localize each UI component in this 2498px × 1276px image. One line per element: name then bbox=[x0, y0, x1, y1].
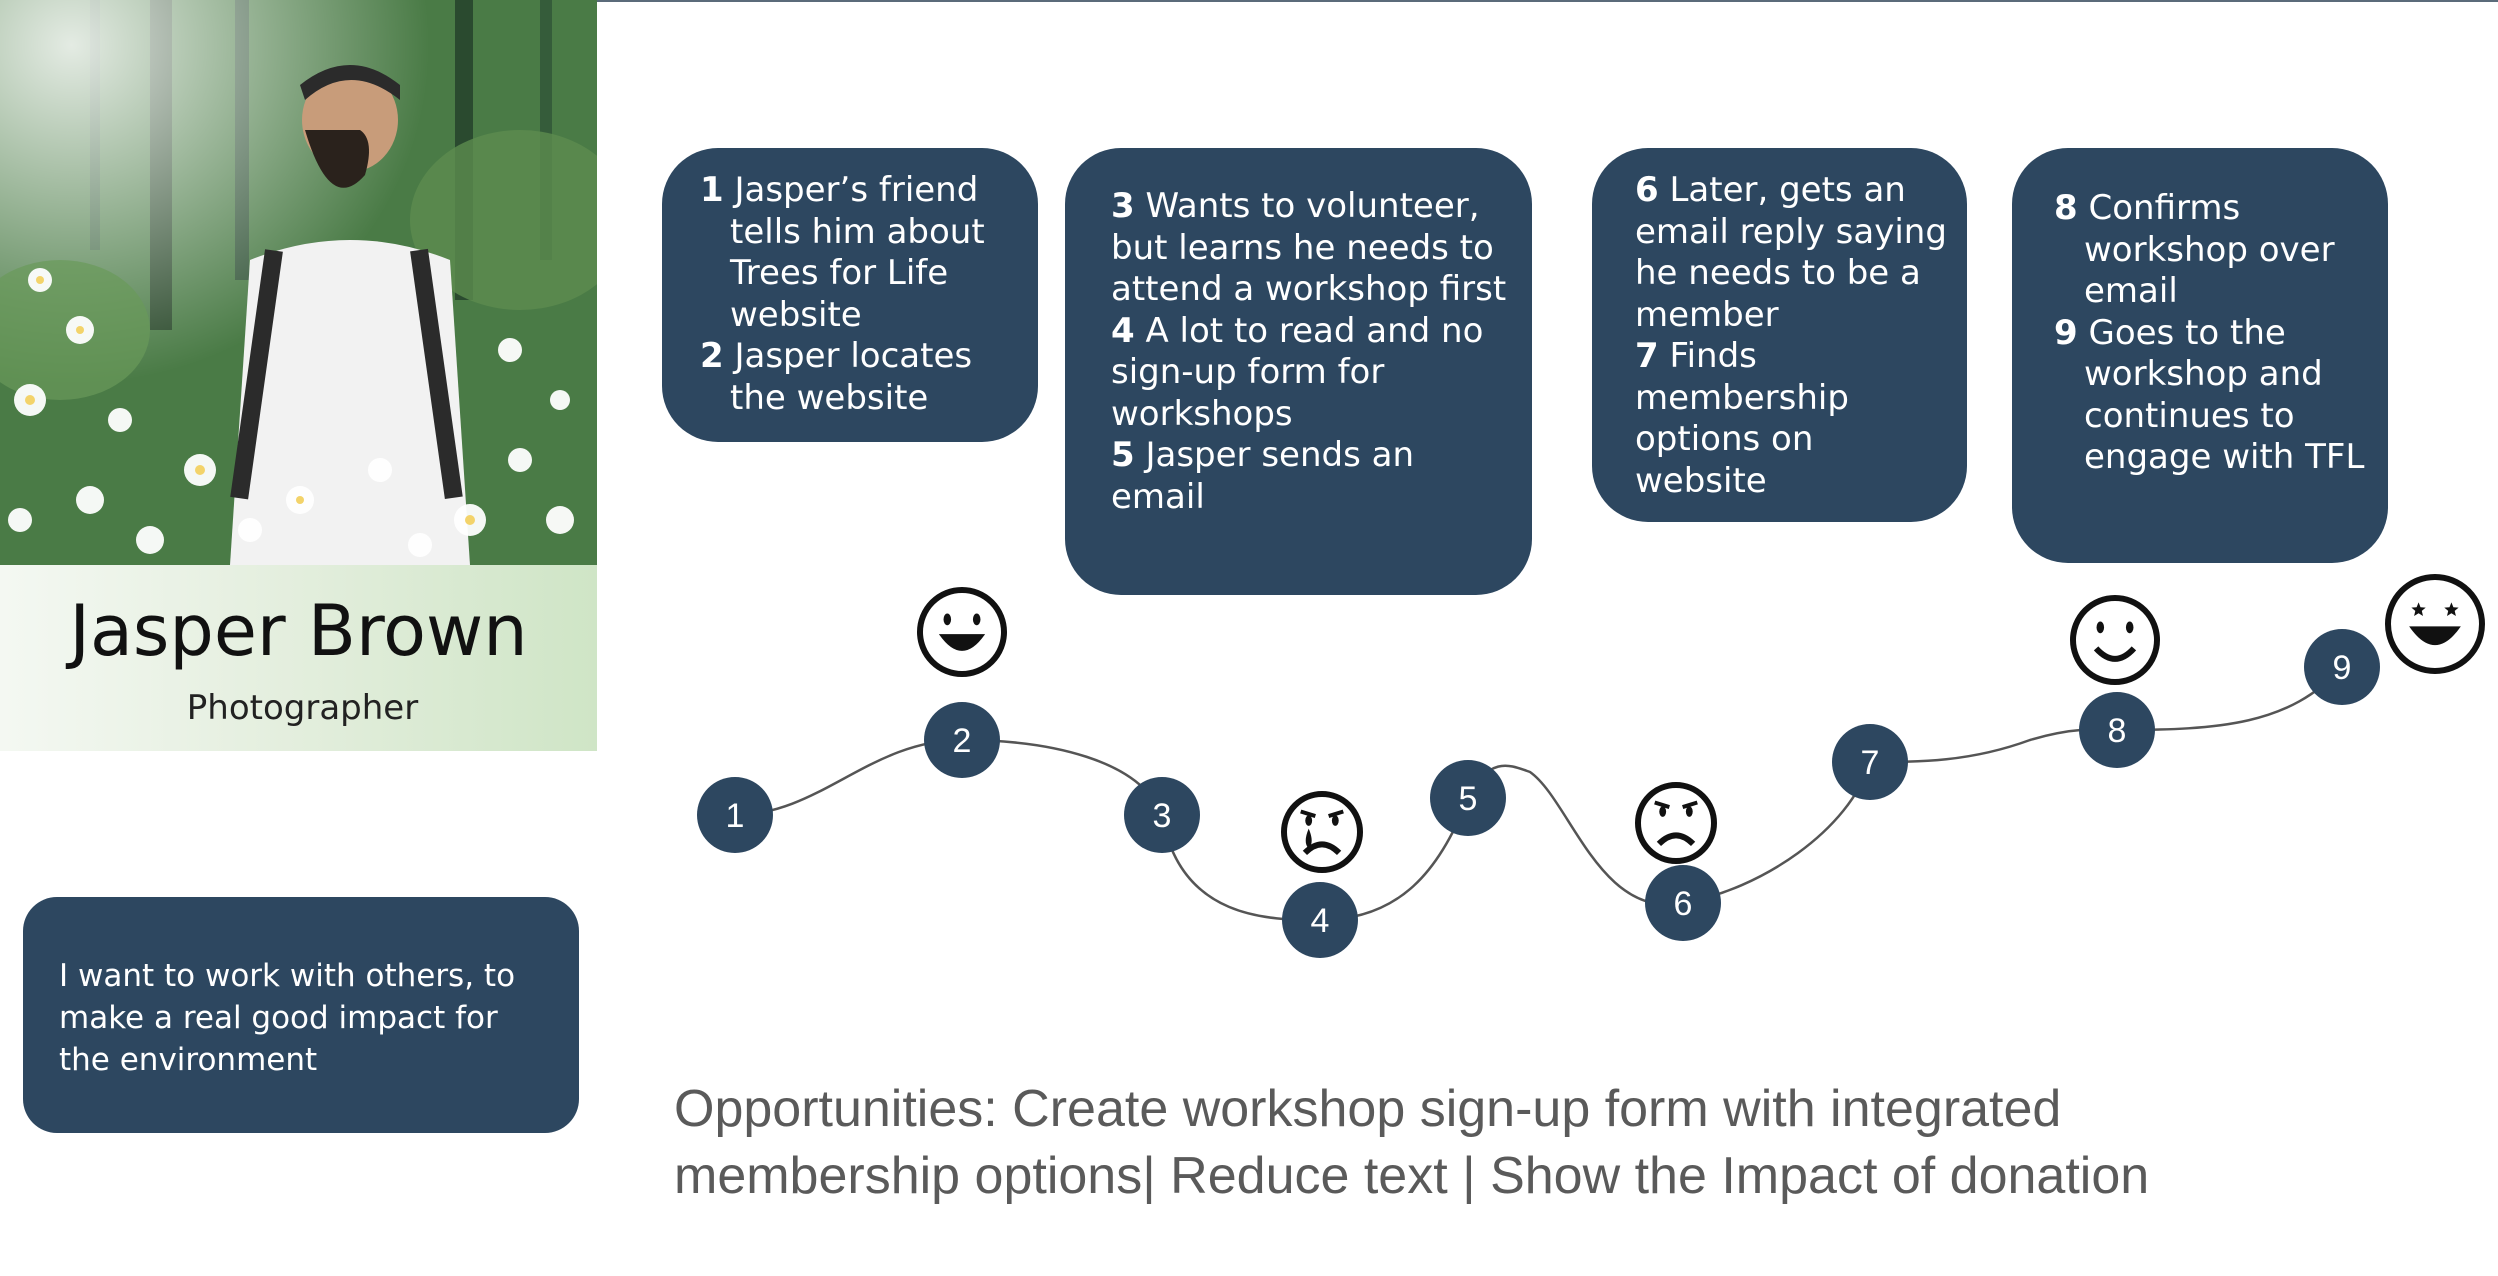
step-number: 2 bbox=[700, 336, 724, 376]
step-4: 4 A lot to read and no sign-up form for … bbox=[1111, 311, 1514, 436]
journey-node-circle bbox=[697, 777, 773, 853]
persona-name: Jasper Brown bbox=[69, 590, 528, 672]
step-text: Later, gets an email reply saying he nee… bbox=[1635, 170, 1947, 335]
journey-node-9: 9 bbox=[2304, 629, 2380, 705]
journey-node-1: 1 bbox=[697, 777, 773, 853]
journey-node-label: 7 bbox=[1861, 744, 1880, 782]
journey-card-1: 1 Jasper’s friend tells him about Trees … bbox=[662, 148, 1038, 442]
step-number: 8 bbox=[2054, 188, 2078, 228]
step-text: Confirms workshop over email bbox=[2084, 188, 2335, 311]
journey-node-6: 6 bbox=[1645, 865, 1721, 941]
journey-card-3: 6 Later, gets an email reply saying he n… bbox=[1592, 148, 1967, 522]
journey-node-label: 2 bbox=[953, 722, 972, 760]
step-number: 6 bbox=[1635, 170, 1659, 210]
step-8: 8 Confirms workshop over email bbox=[2054, 188, 2374, 313]
journey-node-4: 4 bbox=[1282, 882, 1358, 958]
crying-face-icon bbox=[1281, 791, 1363, 873]
step-number: 9 bbox=[2054, 312, 2078, 353]
journey-node-label: 4 bbox=[1311, 902, 1330, 940]
journey-node-circle bbox=[924, 702, 1000, 778]
smiling-face-icon bbox=[2070, 595, 2160, 685]
journey-node-8: 8 bbox=[2079, 692, 2155, 768]
journey-node-label: 1 bbox=[726, 797, 745, 835]
step-text: Finds membership options on website bbox=[1635, 336, 1849, 501]
journey-curve bbox=[734, 666, 2343, 922]
step-6: 6 Later, gets an email reply saying he n… bbox=[1635, 170, 1953, 336]
step-text: Jasper sends an email bbox=[1111, 435, 1415, 517]
grinning-face-icon bbox=[917, 587, 1007, 677]
emotion-faces bbox=[917, 574, 2485, 873]
journey-node-7: 7 bbox=[1832, 724, 1908, 800]
persona-name-band bbox=[0, 565, 597, 751]
star-eyes-face-icon bbox=[2385, 574, 2485, 674]
top-border bbox=[0, 0, 2498, 2]
step-1: 1 Jasper’s friend tells him about Trees … bbox=[700, 170, 1018, 336]
persona-role: Photographer bbox=[186, 688, 419, 728]
persona-photo bbox=[0, 0, 597, 565]
journey-node-circle bbox=[1645, 865, 1721, 941]
opportunities-text: Opportunities: Create workshop sign-up f… bbox=[674, 1080, 2150, 1205]
journey-node-circle bbox=[1124, 777, 1200, 853]
journey-node-circle bbox=[2079, 692, 2155, 768]
step-number: 1 bbox=[700, 170, 724, 210]
journey-node-label: 8 bbox=[2108, 712, 2127, 750]
step-2: 2 Jasper locates the website bbox=[700, 336, 1018, 419]
step-5: 5 Jasper sends an email bbox=[1111, 435, 1514, 518]
journey-card-2: 3 Wants to volunteer, but learns he need… bbox=[1065, 148, 1532, 595]
journey-node-label: 9 bbox=[2333, 649, 2352, 687]
step-number: 3 bbox=[1111, 186, 1135, 226]
journey-node-5: 5 bbox=[1430, 760, 1506, 836]
sad-face-icon bbox=[1635, 782, 1717, 864]
journey-node-label: 5 bbox=[1459, 780, 1478, 818]
step-text: Jasper locates the website bbox=[730, 336, 973, 418]
step-text: Goes to the workshop and continues to en… bbox=[2084, 312, 2365, 478]
journey-node-label: 3 bbox=[1153, 797, 1172, 835]
step-text: Jasper’s friend tells him about Trees fo… bbox=[730, 170, 985, 335]
step-number: 4 bbox=[1111, 310, 1135, 351]
journey-nodes: 1 2 3 4 5 6 7 8 9 bbox=[697, 629, 2380, 958]
journey-node-circle bbox=[1430, 760, 1506, 836]
journey-card-4: 8 Confirms workshop over email 9 Goes to… bbox=[2012, 148, 2388, 563]
step-text: Wants to volunteer, but learns he needs … bbox=[1111, 186, 1507, 309]
step-number: 7 bbox=[1635, 336, 1659, 376]
step-text: A lot to read and no sign-up form for wo… bbox=[1111, 310, 1484, 434]
persona-quote-text: I want to work with others, to make a re… bbox=[59, 958, 516, 1078]
persona-quote: I want to work with others, to make a re… bbox=[23, 897, 579, 1133]
journey-node-circle bbox=[1282, 882, 1358, 958]
step-7: 7 Finds membership options on website bbox=[1635, 336, 1953, 502]
journey-node-3: 3 bbox=[1124, 777, 1200, 853]
journey-node-label: 6 bbox=[1674, 885, 1693, 923]
step-3: 3 Wants to volunteer, but learns he need… bbox=[1111, 186, 1514, 311]
journey-node-2: 2 bbox=[924, 702, 1000, 778]
journey-node-circle bbox=[1832, 724, 1908, 800]
journey-node-circle bbox=[2304, 629, 2380, 705]
step-9: 9 Goes to the workshop and continues to … bbox=[2054, 313, 2374, 479]
step-number: 5 bbox=[1111, 435, 1135, 475]
